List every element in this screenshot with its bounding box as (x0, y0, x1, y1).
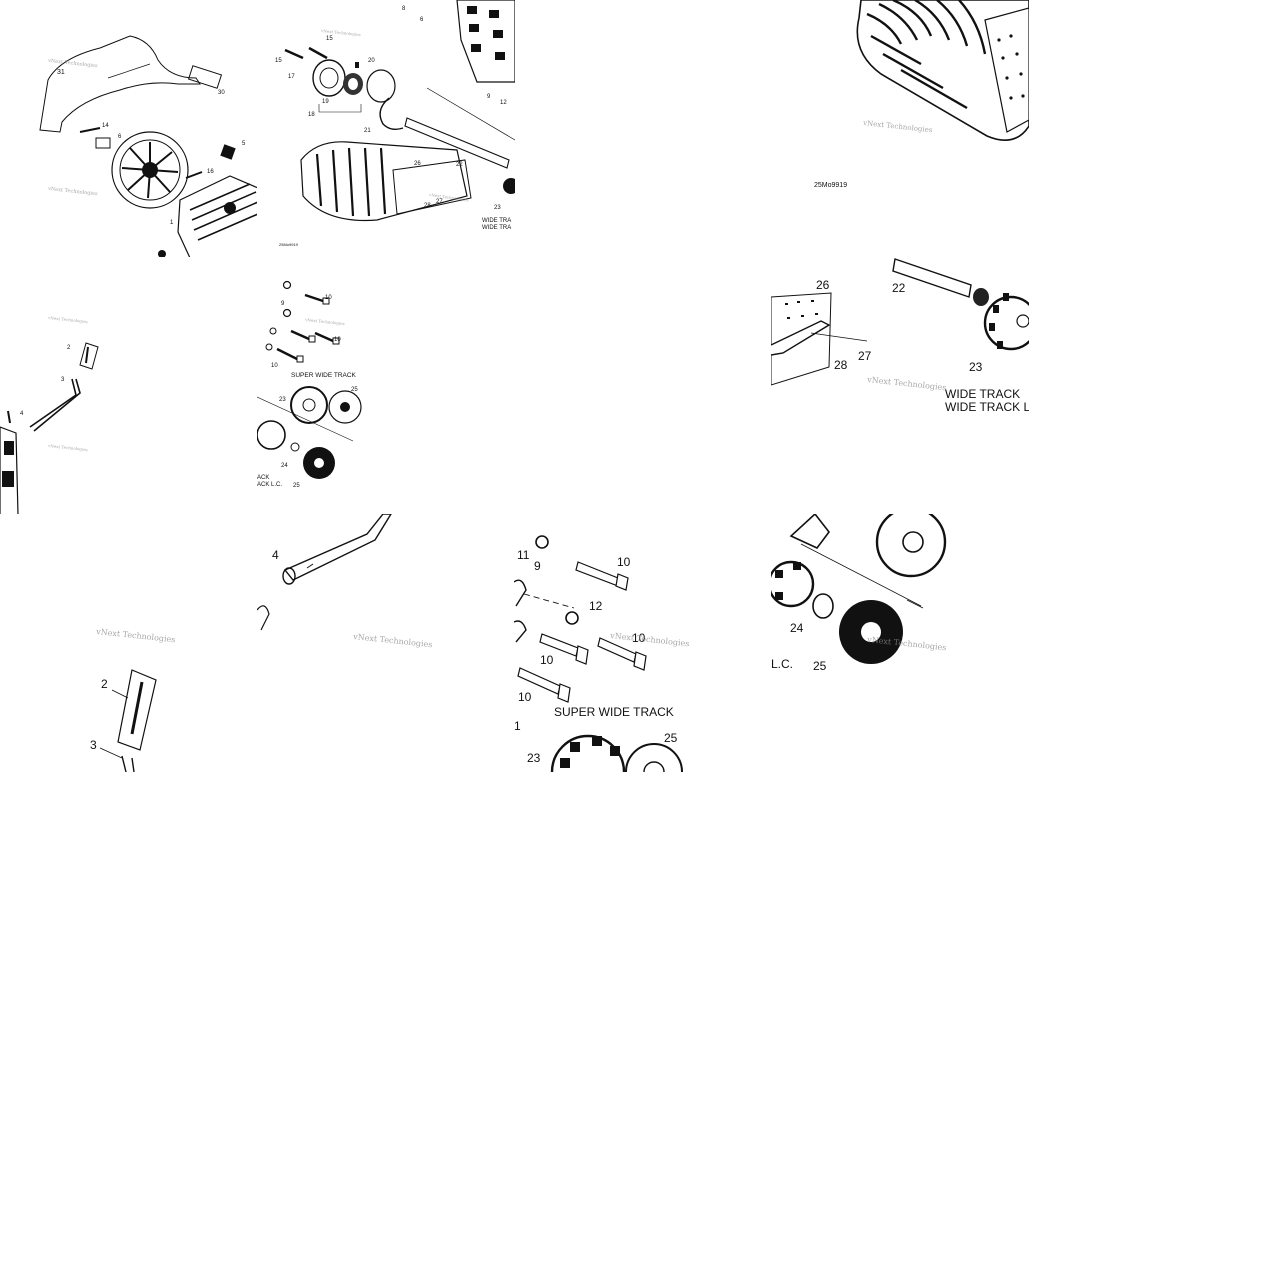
callout-11: 11 (517, 548, 530, 562)
callout-1: 1 (170, 220, 174, 226)
callout-26: 26 (414, 161, 421, 167)
callout-26: 26 (816, 278, 830, 292)
callout-10: 10 (540, 653, 554, 667)
callout-10: 10 (617, 555, 631, 569)
callout-8: 8 (402, 6, 406, 12)
callout-9: 9 (487, 94, 491, 100)
callout-24: 24 (790, 621, 804, 635)
watermark: vNext Technologies (320, 28, 361, 37)
watermark: vNext Technologies (47, 58, 98, 69)
watermark: vNext Technologies (866, 375, 947, 392)
watermark: vNext Technologies (352, 632, 433, 649)
callout-3: 3 (90, 738, 97, 752)
callout-25: 25 (664, 731, 678, 745)
watermark: vNext Technologies (609, 631, 690, 648)
callout-6: 6 (118, 134, 122, 140)
fasteners-detail-tile: 11 9 10 12 10 10 10 SUPER WIDE TRACK 1 2… (514, 514, 772, 772)
callout-1: 1 (514, 719, 521, 733)
sprocket-detail-tile: 24 L.C. 25 vNext Technologies (771, 514, 1029, 772)
callout-5: 5 (242, 141, 246, 147)
wide-track-label: WIDE TRA (482, 218, 511, 224)
callout-29: 30 (218, 90, 225, 96)
fasteners-overview-tile: 10 9 10 10 SUPER WIDE TRACK 25 23 24 25 … (257, 257, 515, 515)
overview-tile-left: 31 30 14 6 5 16 1 vNext Technologies vNe… (0, 0, 258, 258)
callout-15: 16 (207, 169, 214, 175)
lc-label-partial: L.C. (771, 657, 793, 671)
callout-19: 20 (368, 58, 375, 64)
callout-16: 17 (288, 74, 295, 80)
watermark: vNext Technologies (862, 119, 933, 134)
callout-23: 23 (279, 397, 286, 403)
callout-14: 15 (326, 36, 333, 42)
watermark: vNext Technologies (95, 627, 176, 644)
overview-tile-middle: 8 6 15 15 17 20 19 18 21 9 12 26 22 27 2… (257, 0, 515, 258)
callout-10: 10 (334, 337, 341, 343)
drawing-code: 25Mo9919 (814, 182, 847, 189)
callout-28: 28 (424, 203, 431, 209)
callout-23: 23 (527, 751, 541, 765)
callout-13: 14 (102, 123, 109, 129)
callout-22: 22 (456, 162, 463, 168)
callout-30: 31 (57, 69, 65, 76)
callout-12: 12 (589, 599, 603, 613)
callout-20: 21 (364, 128, 371, 134)
watermark: vNext Technologies (304, 317, 345, 326)
wide-track-lc-label: WIDE TRA (482, 225, 511, 231)
watermark: vNext Technologies (47, 315, 88, 324)
callout-4: 4 (20, 411, 24, 417)
track-label-partial: ACK (257, 475, 269, 481)
callout-17: 18 (308, 112, 315, 118)
callout-2: 2 (101, 677, 108, 691)
callout-14: 15 (275, 58, 282, 64)
shaft-detail-tile: 26 22 27 28 23 WIDE TRACK WIDE TRACK L v… (771, 257, 1029, 515)
callout-23: 23 (494, 205, 501, 211)
shaft-end-detail-tile: 4 vNext Technologies (257, 514, 515, 772)
callout-9: 9 (534, 559, 541, 573)
callout-27: 27 (436, 199, 443, 205)
rod-detail-tile: 2 3 vNext Technologies (0, 514, 258, 772)
callout-10: 10 (518, 690, 532, 704)
super-wide-track-label: SUPER WIDE TRACK (291, 372, 357, 379)
callout-12: 12 (500, 100, 507, 106)
callout-6: 6 (420, 17, 424, 23)
callout-28: 28 (834, 358, 848, 372)
watermark: vNext Technologies (47, 443, 88, 452)
callout-10: 10 (271, 363, 278, 369)
callout-25: 25 (813, 659, 827, 673)
callout-22: 22 (892, 281, 906, 295)
callout-4: 4 (272, 548, 279, 562)
watermark: vNext Technologies (47, 186, 98, 197)
wide-track-label: WIDE TRACK (945, 387, 1020, 401)
callout-25: 25 (293, 483, 300, 489)
shaft-overview-tile: 2 3 4 vNext Technologies vNext Technolog… (0, 257, 258, 515)
callout-3: 3 (61, 377, 65, 383)
super-wide-track-label: SUPER WIDE TRACK (554, 705, 674, 719)
callout-10: 10 (325, 295, 332, 301)
drawing-code: 25Mo9919 (279, 242, 299, 247)
callout-2: 2 (67, 345, 71, 351)
callout-24: 24 (281, 463, 288, 469)
track-detail-tile: vNext Technologies 25Mo9919 (771, 0, 1029, 258)
callout-23: 23 (969, 360, 983, 374)
wide-track-lc-label: WIDE TRACK L (945, 400, 1029, 414)
track-lc-label-partial: ACK L.C. (257, 482, 282, 488)
callout-25: 25 (351, 387, 358, 393)
callout-9: 9 (281, 301, 285, 307)
callout-27: 27 (858, 349, 872, 363)
callout-10: 10 (632, 631, 646, 645)
watermark: vNext Technologies (428, 192, 469, 203)
callout-18: 19 (322, 99, 329, 105)
